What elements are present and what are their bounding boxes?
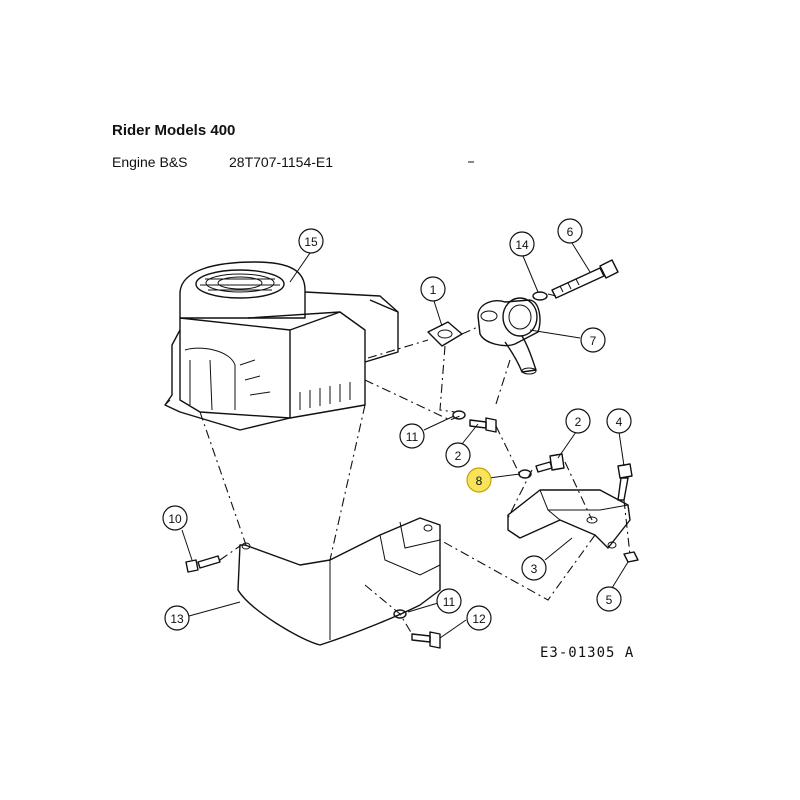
callout-2-bracket: 2 [565, 408, 591, 434]
callout-15: 15 [298, 228, 324, 254]
callout-13: 13 [164, 605, 190, 631]
callout-14: 14 [509, 231, 535, 257]
callout-2-upper: 2 [445, 442, 471, 468]
engine-label: Engine B&S [112, 154, 188, 170]
callout-label: 4 [616, 415, 623, 429]
nut-lower-part [623, 551, 639, 563]
figure-code: E3-01305 A [540, 645, 635, 661]
callout-label: 3 [531, 562, 538, 576]
nut-bolt-lower-part [393, 609, 441, 649]
vertical-bolt-part [617, 463, 633, 501]
callout-label: 6 [567, 225, 574, 239]
callout-label: 2 [455, 449, 462, 463]
callout-12: 12 [466, 605, 492, 631]
callout-8: 8 [466, 467, 492, 493]
callout-label: 2 [575, 415, 582, 429]
callout-11-upper: 11 [399, 423, 425, 449]
callout-7: 7 [580, 327, 606, 353]
page-title: Rider Models 400 [112, 122, 236, 139]
lock-washer-part [532, 291, 548, 301]
gasket-part [427, 321, 463, 347]
callout-label: 5 [606, 593, 613, 607]
callout-label: 8 [476, 474, 483, 488]
callout-11-lower: 11 [436, 588, 462, 614]
shield-bolt-left-part [185, 555, 221, 573]
callout-label: 1 [430, 283, 437, 297]
leader-lines [181, 242, 629, 639]
callout-label: 7 [590, 334, 597, 348]
callout-3: 3 [521, 555, 547, 581]
shield-part [237, 517, 441, 646]
callout-label: 12 [472, 612, 486, 626]
callout-label: 10 [168, 512, 182, 526]
assembly-lines [199, 293, 631, 635]
bracket-bolt-part [535, 453, 565, 473]
callout-label: 11 [406, 430, 419, 444]
bracket-part [507, 489, 631, 549]
engine-part [164, 261, 399, 431]
muffler-part [477, 297, 541, 375]
callout-label: 11 [443, 595, 456, 609]
callout-6: 6 [557, 218, 583, 244]
nut-bolt-upper-part [452, 410, 497, 433]
callout-label: 14 [515, 238, 529, 252]
engine-part-number: 28T707-1154-E1 [229, 154, 334, 170]
callout-label: 15 [304, 235, 318, 249]
callout-label: 13 [170, 612, 184, 626]
callout-1: 1 [420, 276, 446, 302]
long-bolt-part [551, 259, 619, 299]
callout-4: 4 [606, 408, 632, 434]
callout-10: 10 [162, 505, 188, 531]
callout-5: 5 [596, 586, 622, 612]
